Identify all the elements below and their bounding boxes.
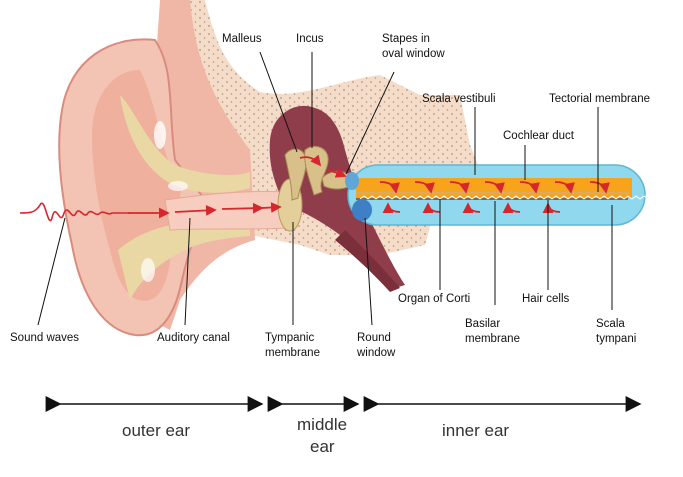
- region-inner-ear: inner ear: [442, 421, 510, 440]
- label-tectorial-membrane: Tectorial membrane: [549, 93, 650, 105]
- label-hair-cells: Hair cells: [522, 293, 570, 305]
- sound-path-arrows: [128, 154, 610, 219]
- label-sound-waves: Sound waves: [10, 332, 80, 344]
- oval-window: [345, 172, 359, 190]
- label-scala-tympani-line1: Scala: [596, 318, 625, 330]
- label-tympanic-line2: membrane: [265, 347, 320, 359]
- leader-lines: [37, 51, 613, 326]
- label-round-line2: window: [357, 347, 396, 359]
- label-malleus: Malleus: [222, 33, 262, 45]
- round-window-shape: [352, 199, 372, 221]
- region-middle-ear-line1: middle: [297, 415, 348, 434]
- label-organ-of-corti: Organ of Corti: [398, 293, 471, 305]
- cartilage-lower: [118, 219, 250, 300]
- region-outer-ear: outer ear: [122, 421, 191, 440]
- label-incus: Incus: [296, 33, 324, 45]
- label-auditory-canal: Auditory canal: [157, 332, 230, 344]
- hair-cell-zigzag: [359, 195, 649, 200]
- sound-wave: [19, 202, 130, 222]
- middle-ear-cavity: [269, 105, 405, 289]
- label-basilar-line2: membrane: [465, 333, 520, 345]
- region-middle-ear-line2: ear: [310, 437, 335, 456]
- cartilage-upper: [120, 95, 250, 193]
- malleus-bone: [284, 148, 307, 201]
- label-basilar-line1: Basilar: [465, 318, 501, 330]
- cochlear-duct-band: [356, 178, 632, 198]
- label-stapes-line1: Stapes in: [382, 33, 430, 45]
- label-tympanic-line1: Tympanic: [265, 332, 315, 344]
- label-cochlear-duct: Cochlear duct: [503, 130, 574, 142]
- label-stapes-line2: oval window: [382, 48, 445, 60]
- label-scala-tympani-line2: tympani: [596, 333, 637, 345]
- label-round-line1: Round: [357, 332, 391, 344]
- label-scala-vestibuli: Scala vestibuli: [422, 93, 496, 105]
